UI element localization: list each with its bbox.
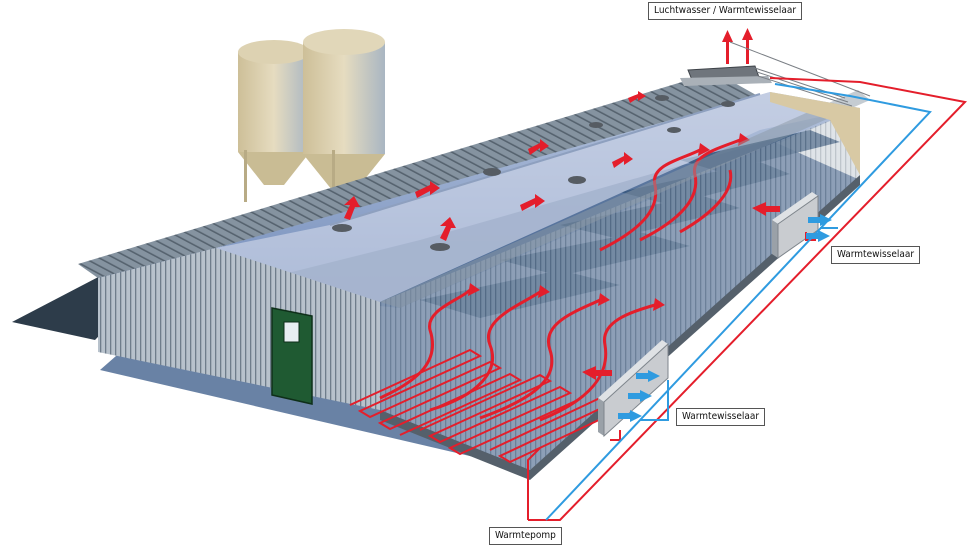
exhaust-arrows	[722, 28, 753, 64]
rear-gable	[770, 92, 860, 175]
front-door	[271, 307, 313, 405]
label-air-scrubber-heat-exchanger: Luchtwasser / Warmtewisselaar	[648, 2, 803, 20]
roof-vents	[332, 95, 735, 251]
vent-arrows	[344, 91, 646, 241]
cold-pipes	[545, 83, 932, 521]
cold-arrows	[618, 214, 832, 422]
roof-front-slope	[380, 90, 870, 308]
silos	[238, 29, 385, 202]
label-heat-pump: Warmtepomp	[489, 527, 562, 545]
warm-air-in-arrows	[582, 202, 780, 380]
door-window	[283, 321, 300, 343]
warm-air-arrowheads	[468, 133, 750, 311]
label-heat-exchanger-middle: Warmtewisselaar	[676, 408, 766, 426]
label-heat-exchanger-right: Warmtewisselaar	[831, 246, 921, 264]
